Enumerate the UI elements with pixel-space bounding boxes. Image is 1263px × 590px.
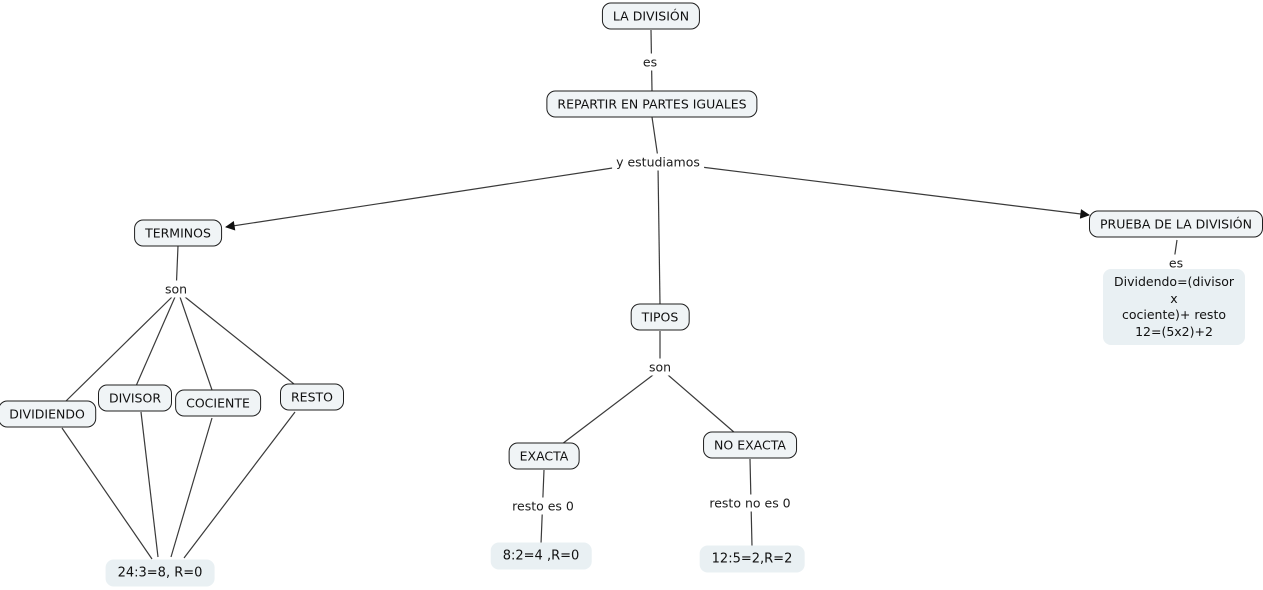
node-cociente[interactable]: COCIENTE — [175, 389, 261, 417]
link-label-es-top[interactable]: es — [638, 53, 662, 71]
node-formula-prueba[interactable]: Dividendo=(divisor x cociente)+ resto 12… — [1103, 269, 1245, 345]
node-exacta[interactable]: EXACTA — [508, 442, 580, 470]
node-terminos[interactable]: TERMINOS — [134, 219, 222, 247]
link-label-y-estudiamos[interactable]: y estudiamos — [612, 153, 704, 171]
node-ejemplo-exacta[interactable]: 8:2=4 ,R=0 — [490, 542, 592, 570]
node-tipos[interactable]: TIPOS — [630, 303, 690, 331]
formula-line-1: Dividendo=(divisor x — [1113, 274, 1235, 306]
node-dividiendo[interactable]: DIVIDIENDO — [0, 400, 96, 428]
node-la-division[interactable]: LA DIVISIÓN — [601, 2, 701, 30]
link-label-son-tipos[interactable]: son — [644, 358, 676, 376]
link-label-son-terminos[interactable]: son — [160, 280, 192, 298]
link-label-resto-no-es-0[interactable]: resto no es 0 — [705, 494, 795, 512]
node-repartir-en-partes-iguales[interactable]: REPARTIR EN PARTES IGUALES — [546, 90, 758, 118]
formula-line-2: cociente)+ resto — [1121, 307, 1226, 322]
node-ejemplo-terminos[interactable]: 24:3=8, R=0 — [105, 559, 215, 587]
node-prueba-de-la-division[interactable]: PRUEBA DE LA DIVISIÓN — [1088, 210, 1263, 238]
node-resto[interactable]: RESTO — [280, 383, 344, 411]
node-divisor[interactable]: DIVISOR — [97, 384, 173, 412]
node-no-exacta[interactable]: NO EXACTA — [703, 431, 797, 459]
formula-line-3: 12=(5x2)+2 — [1135, 323, 1213, 339]
node-ejemplo-no-exacta[interactable]: 12:5=2,R=2 — [699, 545, 805, 573]
link-label-es-prueba[interactable]: es — [1164, 254, 1188, 272]
link-label-resto-es-0[interactable]: resto es 0 — [508, 497, 578, 515]
